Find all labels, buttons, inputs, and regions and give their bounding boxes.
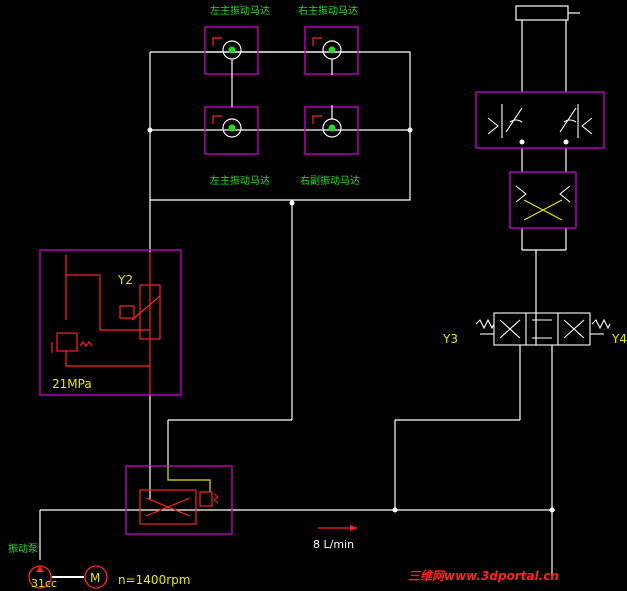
orifice-icon xyxy=(563,119,577,123)
check-valve-icon xyxy=(487,117,499,135)
motor-core-icon xyxy=(228,124,236,132)
check-valve-icon xyxy=(515,185,527,203)
pilot-yellow xyxy=(167,466,211,492)
motor-core-icon xyxy=(328,124,336,132)
check-valve-box xyxy=(475,91,605,149)
flow-arrow-icon xyxy=(350,525,358,531)
pump-displacement: 31cc xyxy=(31,577,57,590)
solenoid-y2-icon xyxy=(119,305,135,319)
vibration-motors xyxy=(212,37,342,138)
drain-icon xyxy=(212,115,222,124)
motor-bl xyxy=(212,115,242,138)
pipe-network xyxy=(39,5,580,580)
flow-valve-box xyxy=(125,465,233,535)
relief-valve-box xyxy=(39,249,182,396)
solenoid-y4-label: Y4 xyxy=(611,332,627,346)
solenoid-icon xyxy=(199,491,213,507)
solenoid-y2-label: Y2 xyxy=(117,273,133,287)
directional-valve xyxy=(475,312,611,346)
shuttle-valve xyxy=(515,185,571,221)
pump-arrow-icon xyxy=(36,566,44,572)
relief-valve xyxy=(51,252,161,395)
motor-symbol: M xyxy=(90,571,100,585)
pump-unit xyxy=(28,565,108,589)
motor-br xyxy=(312,105,342,138)
dcv-body xyxy=(493,312,591,346)
pilot-line-2 xyxy=(66,274,150,331)
shuttle-valve-box xyxy=(509,171,577,229)
flow-rate-label: 8 L/min xyxy=(313,538,354,551)
motor-icon xyxy=(222,118,242,138)
motor-core-icon xyxy=(228,46,236,54)
watermark: 三维网www.3dportal.cn xyxy=(408,569,559,583)
motor-tr xyxy=(312,37,342,75)
flow-control-valve xyxy=(139,466,219,525)
valve-arrow xyxy=(145,497,191,517)
spring-icon xyxy=(213,493,219,504)
check-valve-icon xyxy=(559,185,571,203)
pilot-valve-icon xyxy=(56,332,78,352)
drain-line xyxy=(65,351,150,367)
relief-spool xyxy=(139,284,161,340)
valve-spool xyxy=(139,489,197,525)
motor-core-icon xyxy=(328,46,336,54)
flow-arrow xyxy=(318,525,358,531)
motor-speed: n=1400rpm xyxy=(118,573,190,587)
motor-label-tr: 右主振动马达 xyxy=(298,4,358,17)
drain-icon xyxy=(312,115,322,124)
cylinder-body xyxy=(515,5,569,21)
motor-label-tl: 左主振动马达 xyxy=(210,4,270,17)
check-valve-icon xyxy=(581,117,593,135)
check-valve-block xyxy=(487,104,593,138)
solenoid-y3-label: Y3 xyxy=(442,332,458,346)
motor-label-br: 右副振动马达 xyxy=(300,174,360,187)
junction xyxy=(392,507,398,513)
motor-tl xyxy=(212,37,242,107)
junction xyxy=(549,507,555,513)
drain-icon xyxy=(212,37,222,46)
junction xyxy=(407,127,413,133)
cross-line xyxy=(523,199,563,221)
spring-left-icon xyxy=(475,318,495,330)
junction xyxy=(519,139,525,145)
adjust-arrow xyxy=(131,295,161,321)
pump-label: 振动泵 xyxy=(8,542,38,555)
dcv-flow-arrow xyxy=(499,319,521,339)
dcv-flow-arrow xyxy=(563,319,585,339)
spring-icon xyxy=(79,341,93,347)
junction xyxy=(563,139,569,145)
drain-icon xyxy=(312,37,322,46)
electric-motor-icon xyxy=(84,565,108,589)
orifice-icon xyxy=(509,119,523,123)
junction xyxy=(289,200,295,206)
junction-dots xyxy=(147,127,569,513)
motor-loop-outer xyxy=(149,51,411,201)
motor-label-bl: 左主振动马达 xyxy=(210,174,270,187)
pressure-label: 21MPa xyxy=(52,377,92,391)
junction xyxy=(147,127,153,133)
spring-right-icon xyxy=(591,318,611,330)
component-boxes xyxy=(39,26,605,535)
